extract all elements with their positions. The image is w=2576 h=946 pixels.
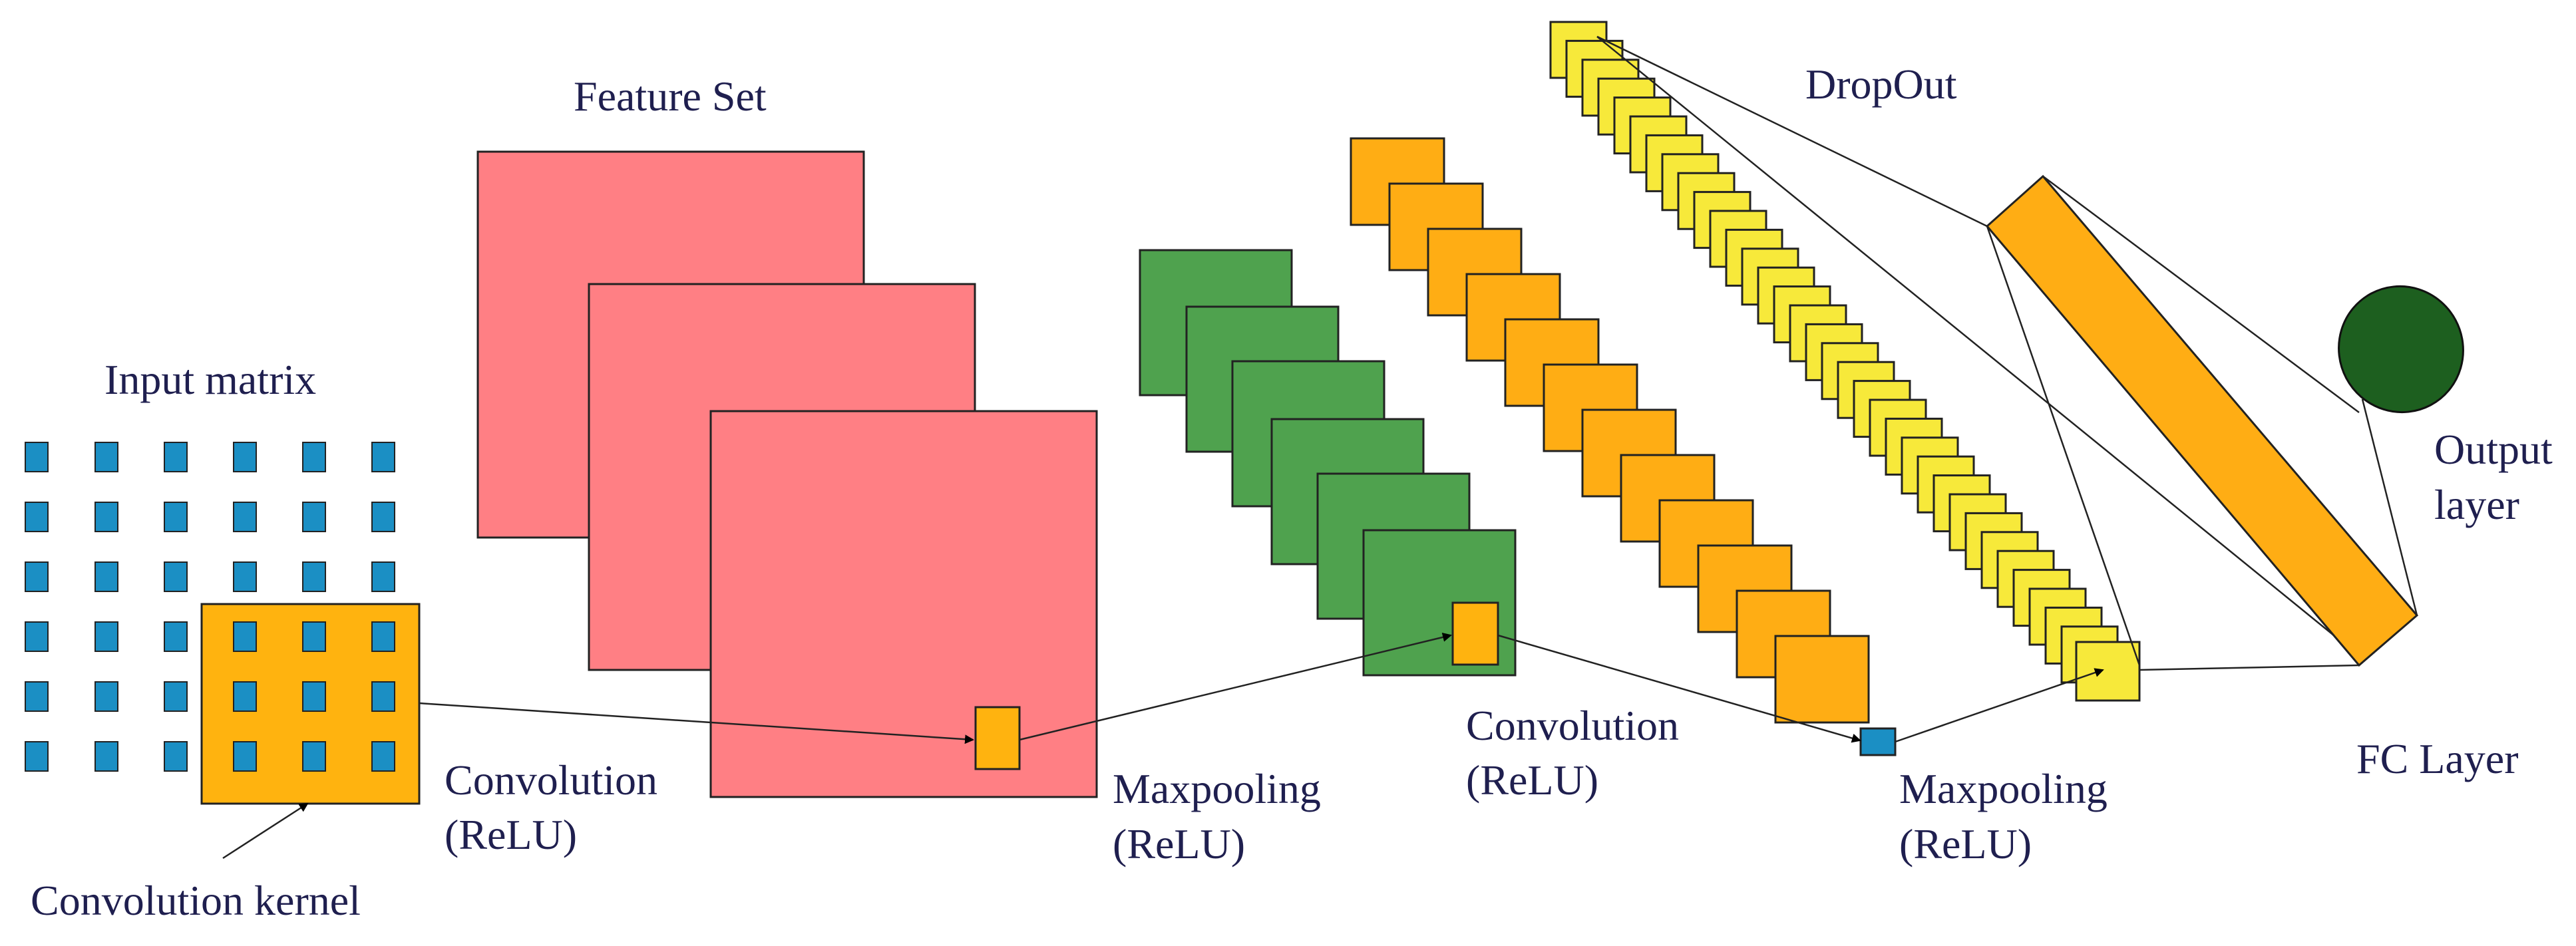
label-convolution-kernel: Convolution kernel bbox=[31, 877, 361, 924]
label-feature-set: Feature Set bbox=[574, 73, 767, 120]
label-dropout: DropOut bbox=[1805, 61, 1957, 108]
input-cell bbox=[164, 442, 188, 472]
input-cell bbox=[94, 741, 118, 772]
input-cell bbox=[233, 561, 257, 592]
label-conv2-line1: Convolution bbox=[1466, 702, 1679, 749]
input-cell bbox=[371, 502, 395, 532]
output-node bbox=[2338, 285, 2464, 414]
feature-set-stack bbox=[476, 150, 1098, 798]
conv2-receptive-cell bbox=[1859, 727, 1897, 756]
input-cell bbox=[25, 442, 49, 472]
line-fc-to-output-bottom bbox=[2361, 398, 2418, 616]
input-cell bbox=[164, 681, 188, 712]
label-fc-layer: FC Layer bbox=[2356, 735, 2519, 782]
label-pool1-line1: Maxpooling bbox=[1113, 765, 1321, 812]
feature-map-3 bbox=[709, 410, 1098, 798]
label-output-line2: layer bbox=[2434, 481, 2519, 528]
arrow-feature-to-pool bbox=[1019, 633, 1452, 741]
line-fc-left-cross-a bbox=[1986, 226, 2141, 666]
kernel-cell bbox=[371, 681, 395, 712]
dropout-last-map bbox=[2075, 641, 2141, 702]
input-cell bbox=[25, 502, 49, 532]
kernel-cell bbox=[233, 681, 257, 712]
input-cell bbox=[164, 621, 188, 652]
kernel-cell bbox=[233, 741, 257, 772]
feature-map-receptive-cell bbox=[974, 706, 1021, 770]
input-cell bbox=[94, 621, 118, 652]
input-cell bbox=[233, 502, 257, 532]
input-cell bbox=[302, 502, 326, 532]
kernel-pointer-arrow bbox=[222, 802, 309, 860]
line-dropout-top-to-fc bbox=[1596, 35, 1988, 228]
label-conv1-line1: Convolution bbox=[445, 756, 657, 804]
kernel-cell bbox=[371, 741, 395, 772]
fc-layer-bar bbox=[1985, 174, 2419, 667]
conv2-stack bbox=[1350, 137, 1897, 756]
input-cell bbox=[164, 561, 188, 592]
label-pool2-line1: Maxpooling bbox=[1899, 765, 2108, 812]
dropout-stack bbox=[1549, 21, 2141, 702]
input-cell bbox=[94, 502, 118, 532]
input-cell bbox=[25, 681, 49, 712]
kernel-cell bbox=[302, 621, 326, 652]
input-cell bbox=[302, 442, 326, 472]
input-cell bbox=[371, 442, 395, 472]
label-pool2-line2: (ReLU) bbox=[1899, 820, 2032, 867]
input-cell bbox=[94, 681, 118, 712]
input-cell bbox=[371, 561, 395, 592]
kernel-cell bbox=[371, 621, 395, 652]
kernel-cell bbox=[302, 681, 326, 712]
arrow-pool-to-conv2 bbox=[1497, 634, 1861, 743]
maxpool-stack bbox=[1139, 249, 1517, 677]
line-fc-to-output-top bbox=[2042, 175, 2360, 414]
kernel-cells bbox=[233, 621, 395, 772]
input-cell bbox=[25, 741, 49, 772]
label-output-line1: Output bbox=[2434, 426, 2553, 473]
input-cell bbox=[302, 561, 326, 592]
pool-map-receptive-cell bbox=[1451, 601, 1499, 666]
input-cell bbox=[25, 561, 49, 592]
label-pool1-line2: (ReLU) bbox=[1113, 820, 1245, 867]
connection-lines bbox=[419, 35, 2418, 744]
label-conv2-line2: (ReLU) bbox=[1466, 756, 1598, 804]
kernel-cell bbox=[302, 741, 326, 772]
input-cell bbox=[94, 442, 118, 472]
line-dropout-to-output-a bbox=[1596, 36, 2363, 659]
kernel-cell bbox=[233, 621, 257, 652]
input-cell bbox=[164, 741, 188, 772]
arrow-kernel-to-feature bbox=[419, 702, 974, 744]
input-cell bbox=[164, 502, 188, 532]
label-conv1-line2: (ReLU) bbox=[445, 811, 577, 858]
input-cell bbox=[94, 561, 118, 592]
line-dropout-bottom-to-fc bbox=[2139, 664, 2360, 671]
input-cell bbox=[233, 442, 257, 472]
conv2-map bbox=[1774, 635, 1870, 724]
label-input-matrix: Input matrix bbox=[104, 356, 316, 403]
input-cell bbox=[25, 621, 49, 652]
arrow-conv2-to-dropout bbox=[1895, 668, 2104, 743]
